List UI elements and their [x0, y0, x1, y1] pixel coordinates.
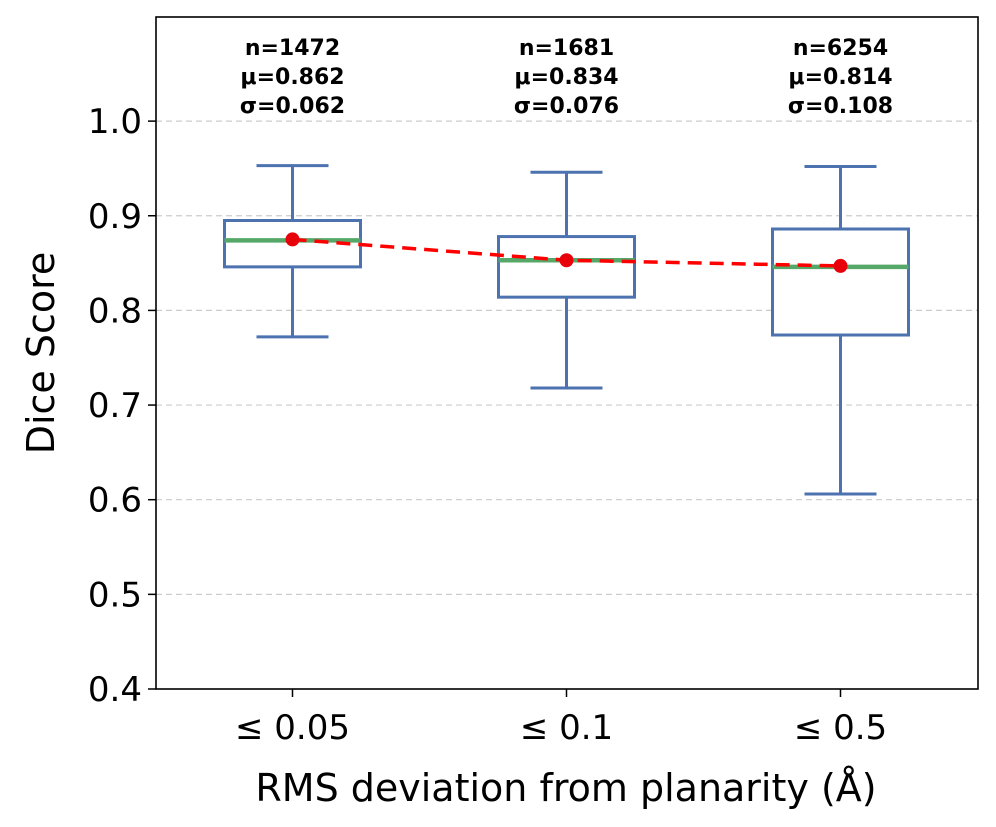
x-tick-label: ≤ 0.5: [794, 708, 887, 748]
mean-markers: [285, 232, 848, 273]
iqr-box: [771, 227, 910, 337]
box-series: [223, 164, 910, 496]
box-1: [223, 164, 362, 339]
y-tick-label: 0.7: [88, 386, 142, 426]
stat-label: σ=0.062: [240, 94, 345, 119]
mean-marker: [559, 253, 574, 268]
y-axis-label: Dice Score: [19, 252, 63, 455]
x-tick-label: ≤ 0.1: [520, 708, 613, 748]
y-tick-label: 0.5: [88, 575, 142, 615]
stat-label: σ=0.076: [514, 94, 619, 119]
stat-annotations: n=1472 μ=0.862 σ=0.062 n=1681 μ=0.834 σ=0.076…: [240, 36, 893, 119]
box-3: [771, 165, 910, 496]
y-tick-label: 0.4: [88, 670, 142, 710]
y-tick-label: 1.0: [88, 102, 142, 142]
stat-label: n=6254: [793, 36, 888, 61]
stat-label: σ=0.108: [788, 94, 893, 119]
stat-label: n=1681: [519, 36, 614, 61]
box-2: [497, 170, 636, 390]
stat-label: μ=0.814: [788, 65, 892, 90]
y-tick-label: 0.6: [88, 481, 142, 521]
x-tick-label: ≤ 0.05: [235, 708, 350, 748]
x-axis-ticks: ≤ 0.05 ≤ 0.1 ≤ 0.5: [235, 689, 887, 748]
x-axis-label: RMS deviation from planarity (Å): [255, 766, 876, 810]
y-tick-label: 0.8: [88, 291, 142, 331]
y-axis-ticks: 0.4 0.5 0.6 0.7 0.8 0.9 1.0: [88, 102, 156, 710]
stat-label: n=1472: [245, 36, 340, 61]
plot-area-frame: [155, 16, 979, 690]
mean-marker: [833, 258, 848, 273]
mean-marker: [285, 232, 300, 247]
stat-label: μ=0.862: [240, 65, 344, 90]
y-tick-label: 0.9: [88, 197, 142, 237]
stat-label: μ=0.834: [514, 65, 618, 90]
